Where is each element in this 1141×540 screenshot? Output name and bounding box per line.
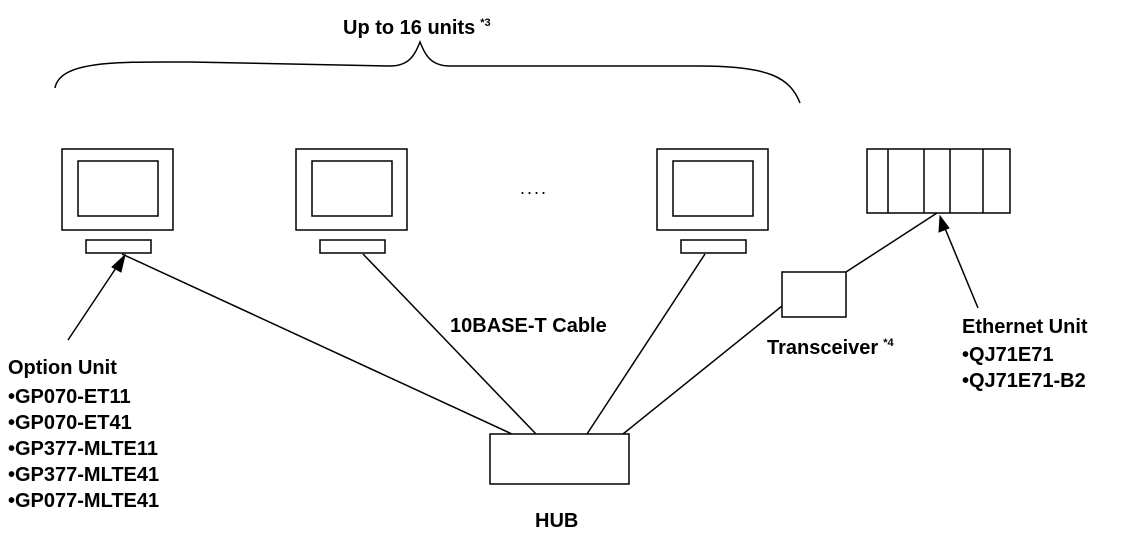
cable-transceiver-plc [845, 212, 938, 273]
cable-terminal-3 [586, 253, 706, 435]
plc-rack [866, 148, 1011, 214]
terminal-1-screen [77, 160, 159, 217]
ethernet-unit-arrowhead [938, 214, 950, 233]
ellipsis-marker: .... [520, 178, 549, 198]
header-label: Up to 16 units*3 [343, 17, 491, 39]
terminal-3-screen [672, 160, 754, 217]
cable-label: 10BASE-T Cable [450, 315, 607, 337]
ethernet-unit-list: •QJ71E71 •QJ71E71-B2 [962, 342, 1086, 394]
terminal-3-base [680, 239, 747, 254]
plc-rack-outline [866, 148, 1011, 214]
transceiver-label: Transceiver*4 [767, 337, 894, 359]
transceiver-footnote: *4 [883, 337, 894, 349]
ethernet-unit-item: •QJ71E71-B2 [962, 370, 1086, 392]
hub-box [489, 433, 630, 485]
terminal-2-base [319, 239, 386, 254]
option-unit-item: •GP377-MLTE41 [8, 464, 160, 486]
terminal-1-base [85, 239, 152, 254]
option-unit-arrowhead [111, 253, 126, 273]
cable-transceiver-hub [622, 305, 783, 435]
transceiver-box [781, 271, 847, 318]
terminal-2 [295, 148, 408, 254]
option-unit-arrow [67, 261, 121, 341]
terminal-2-monitor [295, 148, 408, 231]
ethernet-unit-item: •QJ71E71 [962, 344, 1054, 366]
terminal-1-monitor [61, 148, 174, 231]
option-unit-item: •GP077-MLTE41 [8, 490, 160, 512]
option-unit-item: •GP070-ET41 [8, 412, 132, 434]
cable-terminal-2 [362, 253, 537, 435]
ethernet-unit-title: Ethernet Unit [962, 316, 1088, 338]
ethernet-unit-arrow [943, 225, 979, 309]
terminal-3 [656, 148, 769, 254]
terminal-1 [61, 148, 174, 254]
option-unit-list: •GP070-ET11 •GP070-ET41 •GP377-MLTE11 •G… [8, 384, 159, 514]
hub-label: HUB [535, 510, 579, 532]
terminal-3-monitor [656, 148, 769, 231]
grouping-brace [54, 40, 801, 104]
option-unit-title: Option Unit [8, 357, 117, 379]
cable-terminal-1 [121, 253, 513, 435]
option-unit-item: •GP377-MLTE11 [8, 438, 159, 460]
terminal-2-screen [311, 160, 393, 217]
header-footnote: *3 [480, 17, 491, 29]
option-unit-item: •GP070-ET11 [8, 386, 131, 408]
